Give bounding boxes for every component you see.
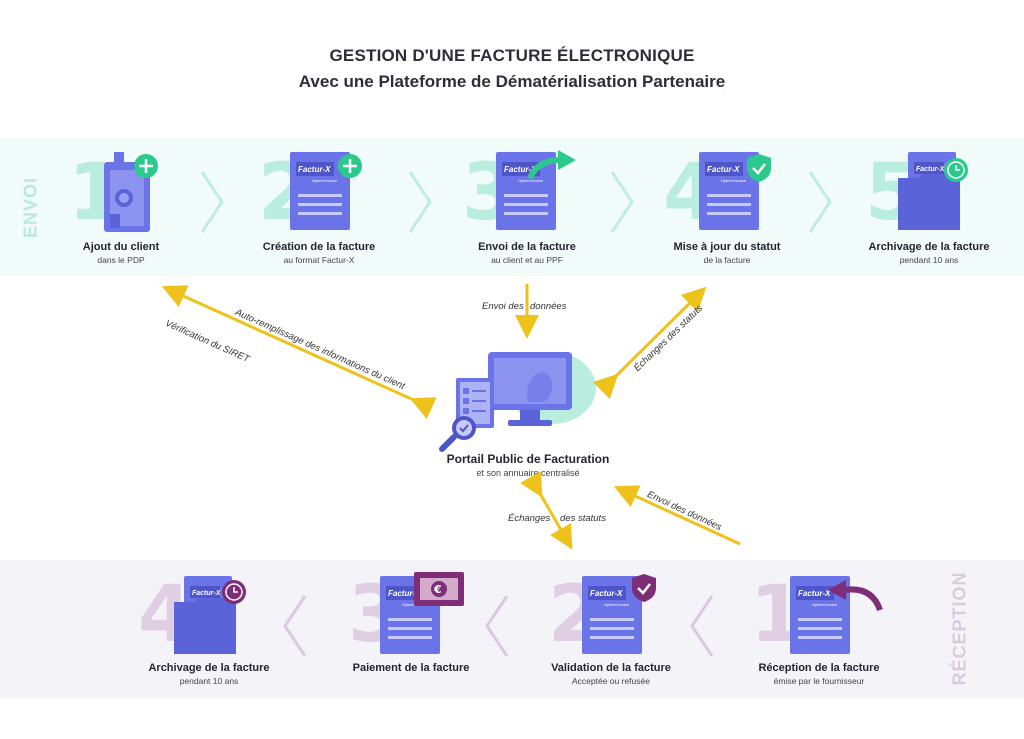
page-subtitle: Avec une Plateforme de Dématérialisation…	[298, 72, 726, 91]
step-sub: au format Factur-X	[283, 255, 355, 265]
hybrid-invoice-tag: Hybrid invoice	[604, 602, 630, 607]
page-title: GESTION D'UNE FACTURE ÉLECTRONIQUE	[329, 46, 695, 65]
step-sub: pendant 10 ans	[899, 255, 959, 265]
svg-text:€: €	[433, 583, 442, 596]
arrow-label-donnees: données	[530, 301, 567, 312]
chevron-right-icon	[610, 171, 634, 233]
arrow-label-echanges: Échanges	[508, 513, 551, 524]
folder-clock-icon: Factur-X	[898, 152, 968, 230]
document-euro-icon: Factur-X Hybrid invoice €	[380, 572, 464, 654]
envoi-step-5: Archivage de la facture pendant 10 ans	[854, 241, 1004, 265]
arrow-label-des-statuts: des statuts	[560, 513, 606, 524]
arrow-echanges-2	[520, 471, 573, 550]
chevron-left-icon	[690, 595, 714, 657]
step-sub: émise par le fournisseur	[773, 676, 865, 686]
envoi-step-3: Envoi de la facture au client et au PPF	[452, 241, 602, 265]
factur-x-logo: Factur-X	[504, 165, 537, 174]
document-shield-icon: Factur-X Hybrid invoice	[699, 152, 771, 230]
arrow-envoi-donnees-2	[613, 485, 741, 546]
chevron-left-icon	[283, 595, 307, 657]
reception-band	[0, 560, 1024, 698]
chevron-right-icon	[200, 171, 224, 233]
step-label: Archivage de la facture	[868, 241, 990, 253]
step-label: Mise à jour du statut	[673, 241, 781, 253]
envoi-step-1: Ajout du client dans le PDP	[46, 241, 196, 265]
chevron-right-icon	[408, 171, 432, 233]
factur-x-logo: Factur-X	[388, 589, 421, 598]
document-shield-icon: Factur-X Hybrid invoice	[582, 574, 656, 654]
step-label: Ajout du client	[82, 241, 160, 253]
folder-clock-icon: Factur-X	[174, 576, 246, 654]
factur-x-logo: Factur-X	[298, 165, 331, 174]
step-label: Validation de la facture	[551, 662, 671, 674]
step-sub: Acceptée ou refusée	[572, 676, 650, 686]
factur-x-logo: Factur-X	[916, 166, 946, 173]
hybrid-invoice-tag: Hybrid invoice	[721, 178, 747, 183]
building-plus-icon	[104, 152, 158, 232]
step-label: Création de la facture	[262, 241, 376, 253]
reception-step-2: Validation de la facture Acceptée ou ref…	[536, 662, 686, 686]
step-sub: au client et au PPF	[491, 255, 563, 265]
portal-computer-icon	[439, 352, 596, 452]
document-plus-icon: Factur-X Hybrid invoice	[290, 152, 362, 230]
chevron-right-icon	[808, 171, 832, 233]
step-label: Envoi de la facture	[478, 241, 576, 253]
step-sub: de la facture	[703, 255, 751, 265]
portal-title: Portail Public de Facturation	[446, 452, 610, 466]
factur-x-logo: Factur-X	[192, 590, 222, 597]
factur-x-logo: Factur-X	[798, 589, 831, 598]
envoi-step-4: Mise à jour du statut de la facture	[652, 241, 802, 265]
factur-x-logo: Factur-X	[590, 589, 623, 598]
reception-step-3: Paiement de la facture	[336, 662, 486, 676]
reception-step-4: Archivage de la facture pendant 10 ans	[134, 662, 284, 686]
chevron-left-icon	[485, 595, 509, 657]
step-label: Réception de la facture	[758, 662, 880, 674]
envoi-step-2: Création de la facture au format Factur-…	[244, 241, 394, 265]
hybrid-invoice-tag: Hybrid invoice	[812, 602, 838, 607]
step-label: Paiement de la facture	[352, 662, 470, 674]
hybrid-invoice-tag: Hybrid invoice	[518, 178, 544, 183]
arrow-echanges-1	[592, 286, 707, 400]
hybrid-invoice-tag: Hybrid invoice	[312, 178, 338, 183]
step-label: Archivage de la facture	[148, 662, 270, 674]
step-sub: pendant 10 ans	[179, 676, 239, 686]
document-send-icon: Factur-X Hybrid invoice	[496, 150, 576, 230]
factur-x-logo: Factur-X	[707, 165, 740, 174]
document-receive-icon: Factur-X Hybrid invoice	[790, 576, 883, 654]
arrow-label-envoi-des: Envoi des	[482, 301, 524, 312]
step-sub: dans le PDP	[97, 255, 145, 265]
arrow-siret	[161, 285, 437, 420]
reception-step-1: Réception de la facture émise par le fou…	[744, 662, 894, 686]
